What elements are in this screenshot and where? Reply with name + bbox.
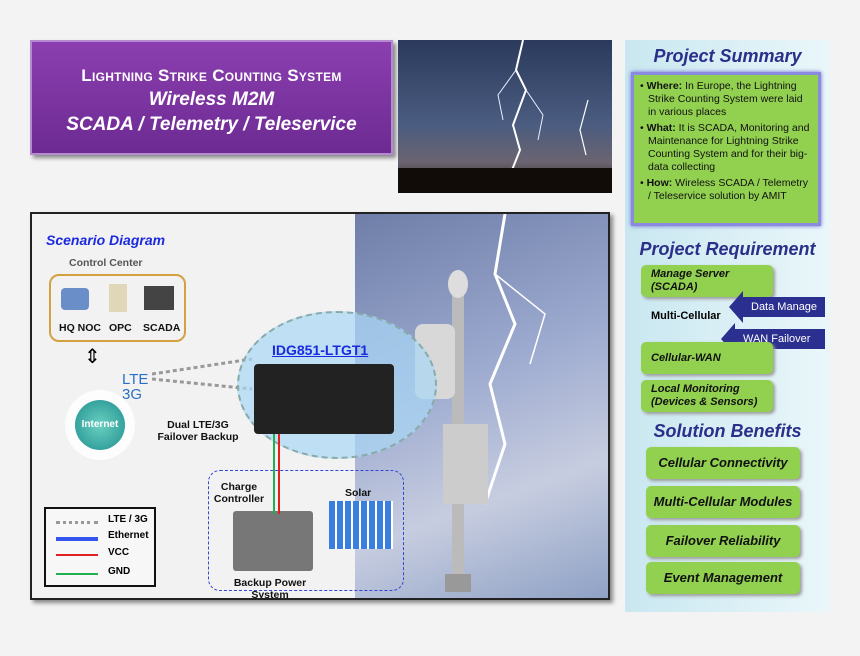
lte-signal-lines <box>152 357 253 391</box>
benefit-event-management: Event Management <box>646 562 800 594</box>
solar-panel-icon <box>329 501 393 549</box>
node-label: HQ NOC <box>59 322 101 334</box>
lightning-bolt-icon <box>398 40 612 193</box>
benefit-cellular-connectivity: Cellular Connectivity <box>646 447 800 479</box>
node-label: OPC <box>109 322 132 334</box>
scenario-diagram: Scenario Diagram Control Center HQ NOC O… <box>30 212 610 600</box>
title-banner: Lightning Strike Counting System Wireles… <box>30 40 393 155</box>
req-multi-cellular: Multi-Cellular <box>651 310 721 322</box>
hq-noc-icon <box>61 288 89 310</box>
summary-box: • Where: In Europe, the Lightning Strike… <box>631 72 821 226</box>
req-local-monitoring: Local Monitoring (Devices & Sensors) <box>641 380 773 412</box>
summary-item: • How: Wireless SCADA / Telemetry / Tele… <box>640 177 809 202</box>
charge-controller-icon <box>233 511 313 571</box>
legend-lte: LTE / 3G <box>108 514 148 525</box>
router-device <box>254 364 394 434</box>
opc-server-icon <box>109 284 127 312</box>
secure-link-arrow-icon: ⇕ <box>84 346 101 368</box>
right-panel: Project Summary • Where: In Europe, the … <box>625 40 830 612</box>
title-line-1: Lightning Strike Counting System <box>81 66 342 85</box>
backup-power-box: Charge Controller Solar Backup Power Sys… <box>208 470 404 598</box>
control-center-label: Control Center <box>69 257 143 269</box>
summary-heading: Project Summary <box>653 46 802 66</box>
data-manage-arrow: Data Manage <box>729 291 825 323</box>
req-manage-server: Manage Server (SCADA) <box>641 265 773 297</box>
legend: LTE / 3G Ethernet VCC GND <box>44 507 156 587</box>
lightning-pole-illustration <box>415 214 546 592</box>
charge-controller-label: Charge Controller <box>213 481 265 505</box>
benefit-multi-cellular: Multi-Cellular Modules <box>646 486 800 518</box>
title-line-3: SCADA / Telemetry / Teleservice <box>66 114 357 135</box>
summary-item: • What: It is SCADA, Monitoring and Main… <box>640 122 810 173</box>
summary-item: • Where: In Europe, the Lightning Strike… <box>640 80 803 118</box>
requirement-heading: Project Requirement <box>639 239 816 259</box>
node-label: SCADA <box>143 322 181 334</box>
scada-computer-icon <box>144 286 174 310</box>
legend-vcc: VCC <box>108 547 130 558</box>
backup-power-label: Backup Power System <box>233 577 307 600</box>
benefits-heading: Solution Benefits <box>653 421 802 441</box>
failover-label: Dual LTE/3G Failover Backup <box>157 419 239 443</box>
lightning-city-photo <box>398 40 612 193</box>
power-wires <box>273 434 280 514</box>
internet-globe: Internet <box>75 400 125 450</box>
control-center-box: HQ NOC OPC SCADA <box>49 274 186 342</box>
device-model-label: IDG851-LTGT1 <box>272 342 369 358</box>
title-line-2: Wireless M2M <box>148 89 275 110</box>
diagram-heading: Scenario Diagram <box>46 232 166 248</box>
benefit-failover: Failover Reliability <box>646 525 800 557</box>
solar-label: Solar <box>345 487 372 499</box>
legend-ethernet: Ethernet <box>108 530 149 541</box>
req-cellular-wan: Cellular-WAN <box>641 342 773 374</box>
legend-gnd: GND <box>108 566 131 577</box>
